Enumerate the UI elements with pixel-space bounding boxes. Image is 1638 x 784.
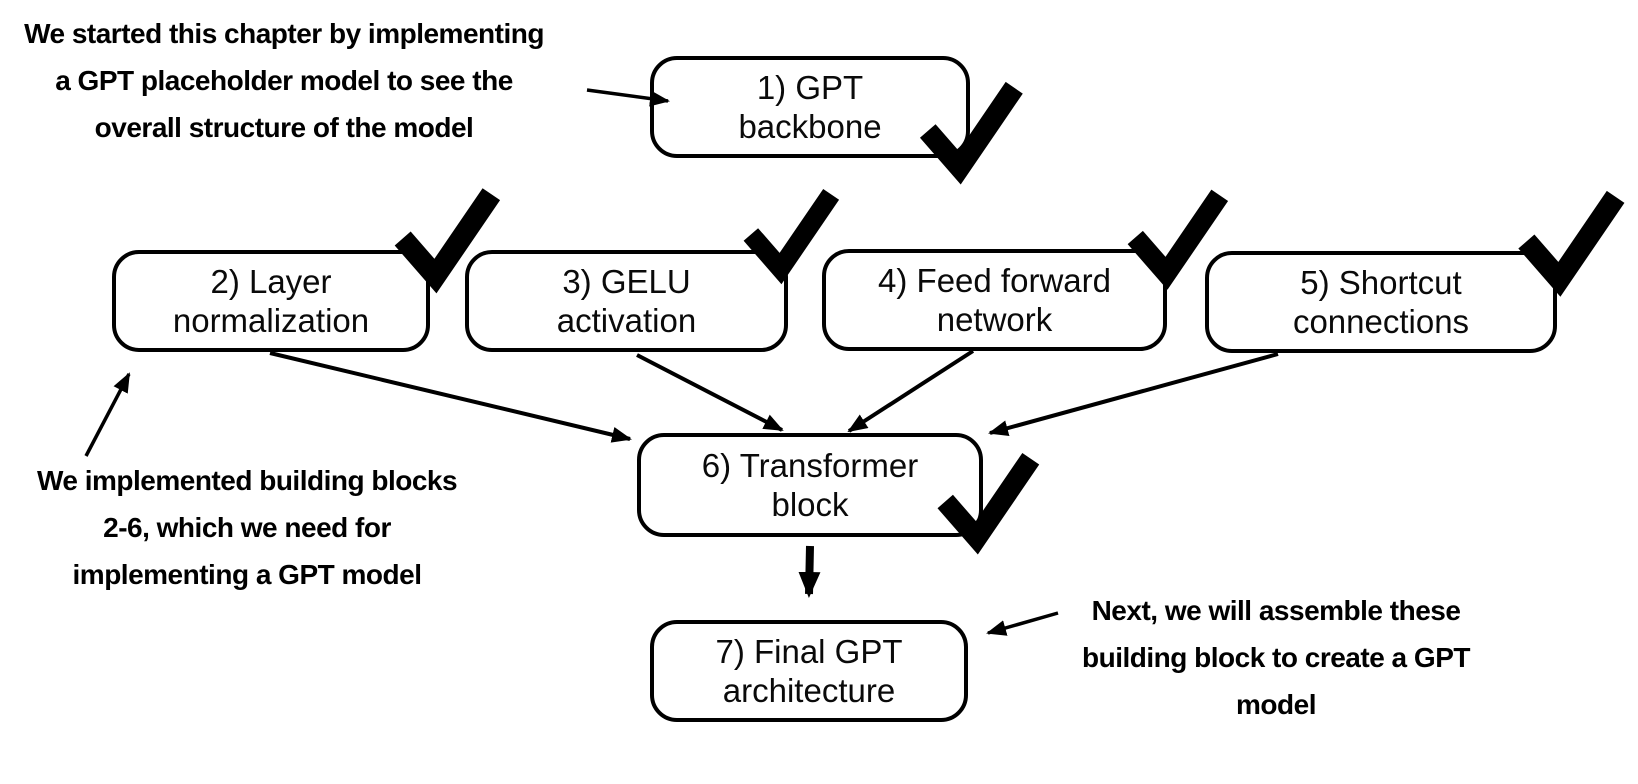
annotation-line: model <box>1236 689 1316 720</box>
arrow-annotation-right-to-box7 <box>986 611 1059 636</box>
annotation-line: We implemented building blocks <box>36 465 458 496</box>
annotation-line: 2-6, which we need for <box>103 512 391 543</box>
annotation-line: a GPT placeholder model to see the <box>55 65 513 96</box>
arrow-box4-to-box6 <box>847 349 975 433</box>
annotation-line: We started this chapter by implementing <box>24 18 544 49</box>
box-label-line: block <box>771 486 849 523</box>
box-feed-forward-network: 4) Feed forward network <box>822 249 1167 351</box>
annotation-line: Next, we will assemble these <box>1091 595 1461 626</box>
box-label-line: backbone <box>738 108 882 145</box>
box-transformer-block: 6) Transformer block <box>637 433 983 537</box>
box-shortcut-connections: 5) Shortcut connections <box>1205 251 1557 353</box>
box-label-line: normalization <box>172 302 370 339</box>
annotation-top-left: We started this chapter by implementing … <box>8 10 560 151</box>
box-label-line: 3) GELU <box>562 263 691 300</box>
box-label-line: network <box>936 301 1053 338</box>
box-final-gpt-architecture: 7) Final GPT architecture <box>650 620 968 722</box>
annotation-left: We implemented building blocks 2-6, whic… <box>17 457 477 598</box>
arrow-box2-to-box6 <box>269 351 632 443</box>
box-label-line: activation <box>556 302 697 339</box>
box-gelu-activation: 3) GELU activation <box>465 250 788 352</box>
box-layer-normalization: 2) Layer normalization <box>112 250 430 352</box>
box-label-line: connections <box>1292 303 1470 340</box>
annotation-line: overall structure of the model <box>94 112 474 143</box>
arrow-box5-to-box6 <box>988 352 1279 436</box>
box-gpt-backbone: 1) GPT backbone <box>650 56 970 158</box>
arrow-box3-to-box6 <box>636 353 784 432</box>
box-label-line: 2) Layer <box>210 263 332 300</box>
box-label-line: 1) GPT <box>756 69 864 106</box>
annotation-line: implementing a GPT model <box>72 559 422 590</box>
box-label-line: 4) Feed forward <box>878 262 1111 299</box>
arrow-box6-to-box7 <box>798 545 821 598</box>
box-label-line: 6) Transformer <box>701 447 919 484</box>
annotation-line: building block to create a GPT <box>1082 642 1470 673</box>
box-label-line: 7) Final GPT <box>715 633 903 670</box>
box-label-line: architecture <box>722 672 896 709</box>
annotation-right: Next, we will assemble these building bl… <box>1061 587 1491 728</box>
arrow-annotation-left-to-box2 <box>84 372 131 457</box>
box-label-line: 5) Shortcut <box>1300 264 1462 301</box>
